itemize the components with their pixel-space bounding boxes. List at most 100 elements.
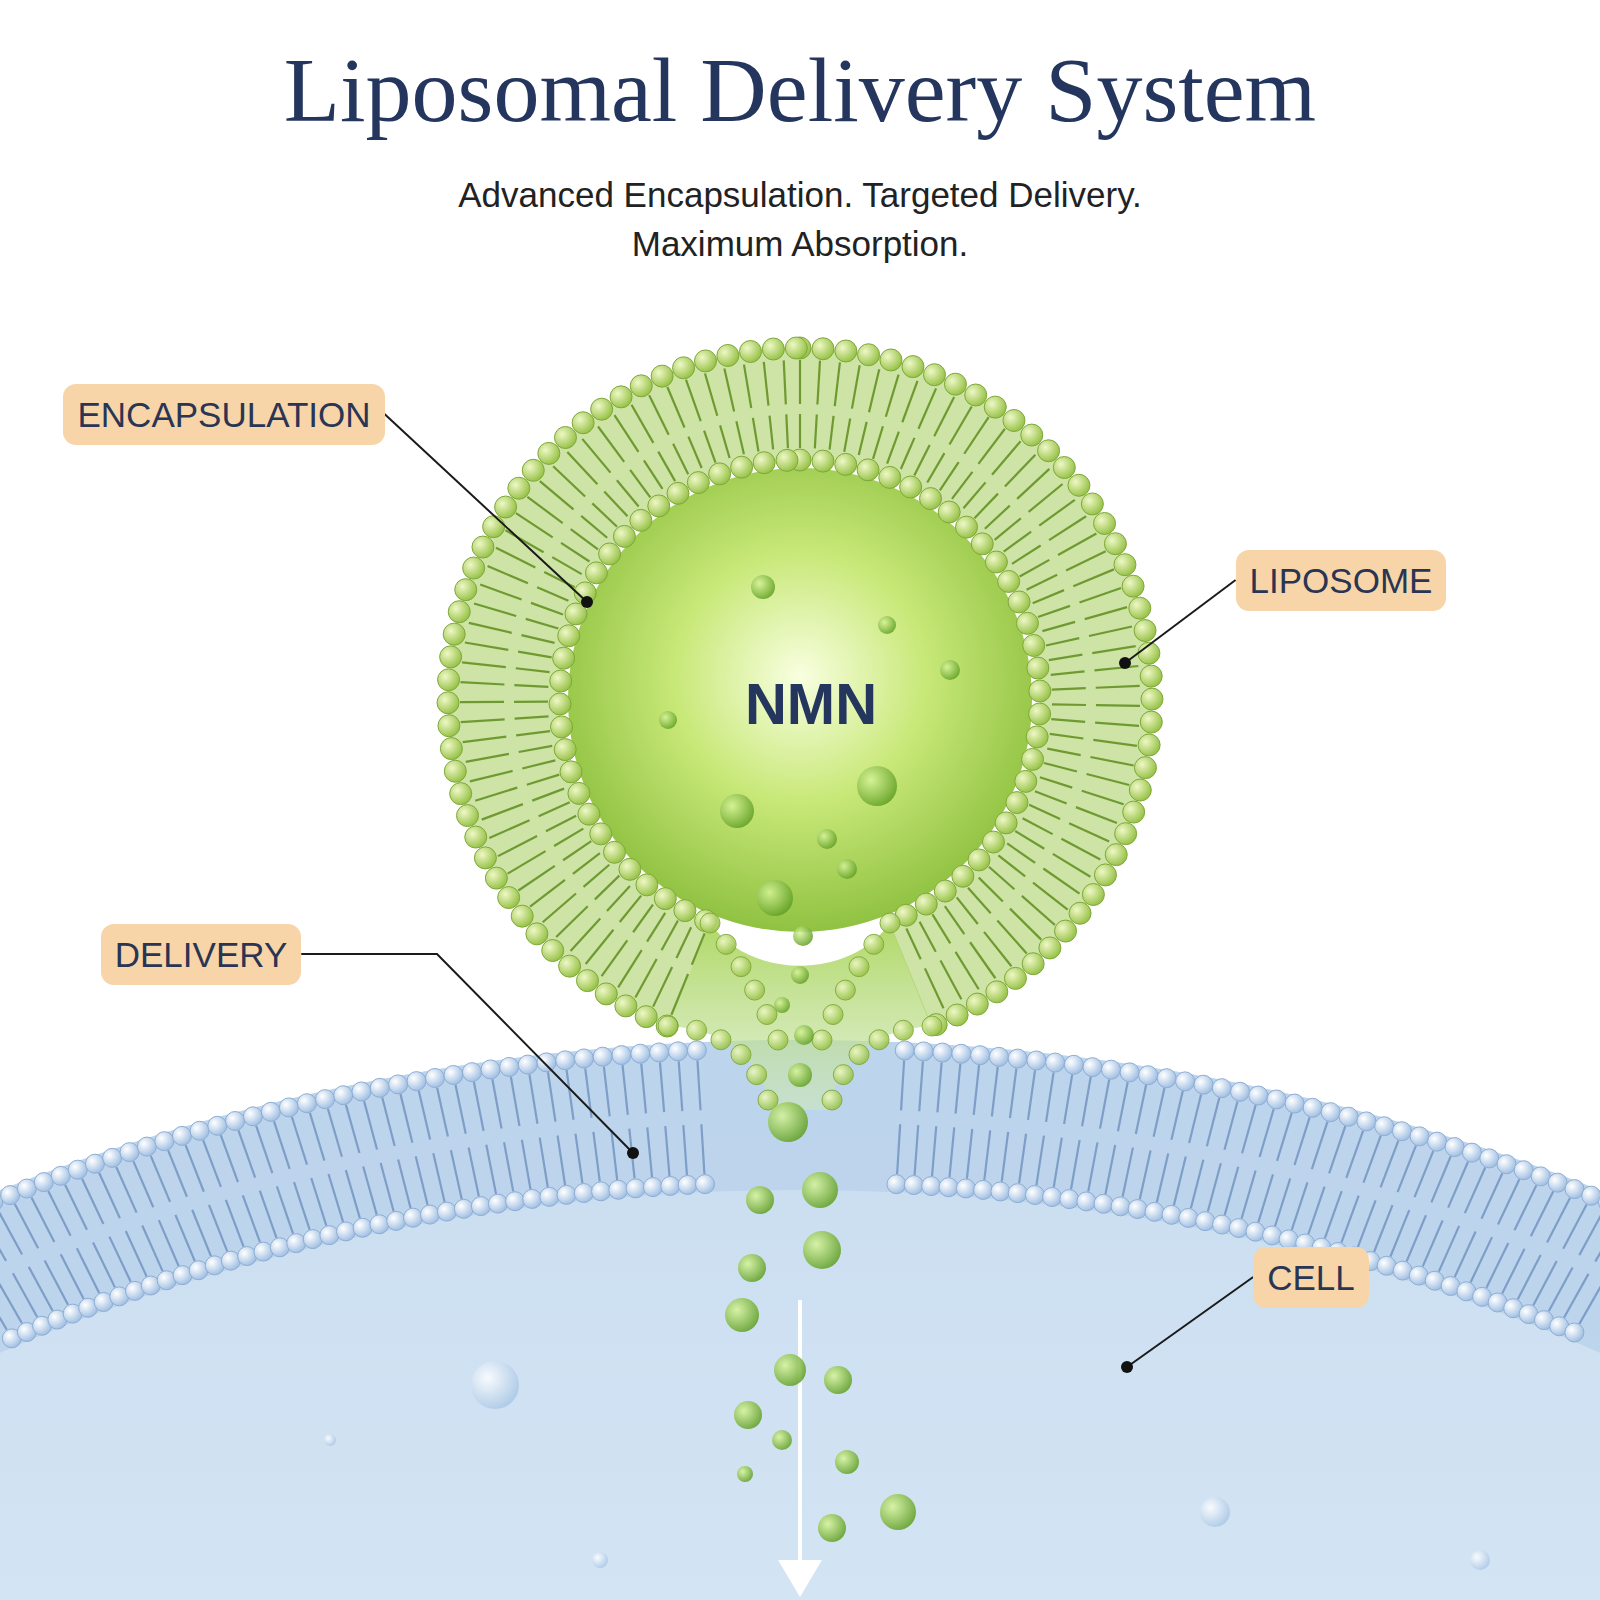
lipid-tail: [968, 888, 991, 913]
lipid-tail: [498, 836, 537, 856]
lipid-tail: [963, 482, 985, 508]
lipid-head: [537, 1053, 556, 1072]
lipid-tail: [515, 716, 549, 718]
fusion-neck: [668, 923, 932, 1110]
lipid-tail: [1047, 749, 1080, 756]
lipid-tail: [1431, 1156, 1450, 1202]
lipid-tail: [799, 414, 801, 448]
lipid-head: [619, 858, 641, 880]
liposome-band: [415, 315, 1186, 1086]
nmn-droplet: [803, 1231, 841, 1269]
lipid-tail: [1374, 1205, 1392, 1252]
lipid-tail: [573, 853, 600, 874]
lipid-head: [835, 453, 857, 475]
callout-box: DELIVERY: [101, 924, 302, 985]
lipid-head: [1321, 1103, 1340, 1122]
lipid-tail: [1415, 1151, 1434, 1197]
lipid-head: [1029, 703, 1051, 725]
lipid-head: [574, 1184, 593, 1203]
lipid-head: [389, 1075, 408, 1094]
lipid-tail: [1079, 588, 1121, 602]
lipid-head: [1162, 1205, 1181, 1224]
lipid-tail: [1040, 777, 1072, 787]
lipid-tail: [902, 381, 917, 422]
nmn-droplet: [818, 1514, 846, 1542]
lipid-head: [1249, 1086, 1268, 1105]
lipid-tail: [416, 1156, 428, 1205]
lipid-head: [1548, 1173, 1567, 1192]
lipid-head: [455, 579, 477, 601]
lipid-head: [387, 1211, 406, 1230]
lipid-head: [1, 1186, 20, 1205]
lipid-tail: [329, 1174, 344, 1222]
lipid-tail: [1046, 638, 1079, 645]
lipid-head: [279, 1098, 298, 1117]
membrane-band: [0, 1115, 1600, 1600]
lipid-tail: [1191, 1160, 1203, 1208]
lipid-head: [85, 1154, 104, 1173]
lipid-tail: [1118, 1082, 1128, 1131]
lipid-head: [822, 1090, 842, 1110]
lipid-tail: [521, 635, 554, 643]
lipid-tail: [571, 918, 601, 950]
lipid-head: [902, 356, 924, 378]
lipid-tail: [151, 1156, 170, 1202]
lipid-head: [610, 386, 632, 408]
lipid-head: [1053, 457, 1075, 479]
lipid-head: [762, 338, 784, 360]
lipid-tail: [974, 494, 998, 519]
lipid-head: [984, 396, 1006, 418]
lipid-tail: [460, 682, 504, 684]
lipid-head: [1023, 634, 1045, 656]
liposome-cavity: [568, 468, 1032, 932]
lipid-head: [938, 501, 960, 523]
lipid-tail: [552, 557, 581, 574]
lipid-head: [717, 344, 739, 366]
lipid-tail: [989, 867, 1014, 890]
lipid-tail: [1595, 1218, 1600, 1262]
lipid-tail: [957, 897, 978, 924]
lipid-head: [661, 1176, 680, 1195]
lipid-tail: [1061, 839, 1100, 860]
lipid-tail: [1105, 1145, 1115, 1194]
lipid-tail: [45, 1261, 68, 1305]
lipid-tail: [451, 1150, 462, 1199]
lipid-tail: [1154, 1088, 1165, 1137]
lipid-tail: [1329, 1126, 1345, 1173]
lipid-tail: [516, 731, 550, 735]
lipid-tail: [1465, 1167, 1485, 1213]
lipid-tail: [593, 1132, 599, 1182]
lipid-tail: [925, 968, 944, 1008]
lipid-tail: [77, 1248, 99, 1293]
lipid-tail: [540, 481, 574, 509]
lipid-head: [1303, 1098, 1322, 1117]
lipid-tail: [1275, 1178, 1290, 1226]
lipid-head: [551, 716, 573, 738]
lipid-tail: [901, 438, 915, 469]
lipid-head: [1055, 920, 1077, 942]
lipid-tail: [470, 771, 513, 782]
lipid-tail: [159, 1220, 179, 1266]
lipid-tail: [1010, 1068, 1016, 1118]
lipid-tail: [932, 914, 950, 943]
lipid-tail: [927, 453, 944, 482]
lipid-tail: [618, 950, 642, 987]
lipid-head: [812, 338, 834, 360]
lipid-tail: [1017, 469, 1049, 499]
nmn-droplet: [817, 829, 837, 849]
nmn-droplet: [791, 966, 809, 984]
lipid-head: [864, 934, 884, 954]
lipid-tail: [1308, 1187, 1324, 1234]
lipid-head: [648, 495, 670, 517]
lipid-head: [444, 760, 466, 782]
lipid-tail: [1046, 1072, 1054, 1121]
lipid-head: [336, 1222, 355, 1241]
lipid-tail: [1547, 1198, 1570, 1242]
lipid-head: [593, 1047, 612, 1066]
lipid-tail: [835, 362, 840, 406]
leader-dot: [1119, 657, 1131, 669]
lipid-head: [404, 1208, 423, 1227]
lipid-tail: [620, 896, 641, 922]
lipid-tail: [704, 431, 715, 463]
lipid-head: [554, 427, 576, 449]
